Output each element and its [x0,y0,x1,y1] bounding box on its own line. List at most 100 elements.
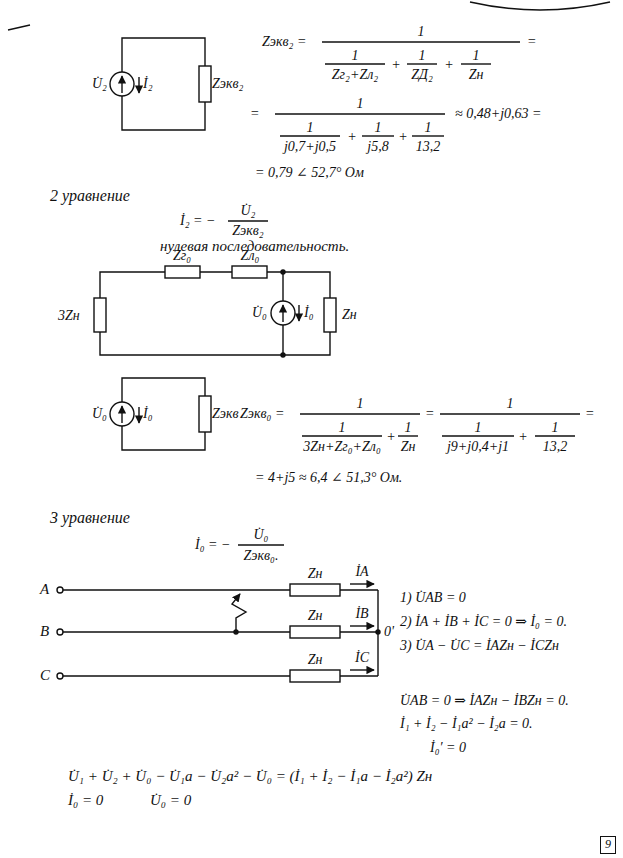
section-heading: 3 уравнение [50,510,130,526]
page-number: 9 [601,837,615,851]
formula-text: + [386,429,395,445]
impedance-label: Zэкв₂ [212,76,243,92]
resistor-symbol [324,298,336,332]
equation-text: İ₁ + İ₂ − İ₁a² − İ₂a = 0. [400,716,533,732]
terminal [57,587,63,593]
voltage-symbol: U̇₀ [92,406,107,422]
equation-text: U̇₀ = 0 [150,792,191,808]
current-symbol: İ₀ [304,305,314,321]
impedance-label: Zн [308,566,323,582]
terminal [57,629,63,635]
circuit-negative [110,38,211,130]
formula-text: U̇₂ [241,203,256,219]
resistor-symbol [165,266,200,278]
current-symbol: İB [355,606,368,622]
equation-text: İ₀′ = 0 [430,740,466,756]
source-arrow [121,76,122,93]
formula-text: İ₂ = − [180,213,215,229]
pen-stroke [8,25,30,30]
three-phase-load [57,584,380,682]
voltage-symbol: U̇₀ [252,305,267,321]
formula-text: 1 [357,96,364,112]
terminal [57,673,63,679]
circuit-zero-equivalent [110,378,211,450]
wire [100,272,330,355]
formula-text: 1 [418,24,425,40]
page-edge-arc [470,2,610,10]
formula-text: + [518,429,527,445]
phase-label: C [40,667,50,683]
formula-text: 1 [307,120,314,136]
current-arrow [350,583,374,584]
junction-dot [281,270,285,274]
formula-text: 1 [339,420,346,436]
equation-text: 3) U̇A − U̇C = İAZн − İCZн [400,638,559,654]
formula-text: 1 [425,120,432,136]
formula-text: + [444,57,453,73]
current-symbol: İC [355,650,369,666]
fault-symbol [232,594,246,632]
node-label: 0' [384,624,394,640]
circuit-zero [94,266,336,357]
formula-text: İ₀ = − [195,537,230,553]
junction-dot [281,353,285,357]
resistor-symbol [290,670,340,682]
formula-text: j5,8 [367,139,388,155]
source-arrow [121,406,122,423]
current-arrow [138,407,139,423]
formula-text: 3Zн+Zг₀+Zл₀ [303,439,381,455]
formula-text: j0,7+j0,5 [284,139,336,155]
impedance-label: Zл₀ [241,248,260,264]
equation-text: U̇AB = 0 ⇒ İAZн − İBZн = 0. [400,693,569,709]
formula-text: = [250,106,259,122]
formula-text: 13,2 [543,439,568,455]
current-arrow [350,625,374,626]
source-symbol [271,301,295,325]
formula-text: = [527,34,536,50]
formula-text: 13,2 [416,139,441,155]
formula-text: + [391,57,400,73]
equation-text: İ₀ = 0 [68,792,103,808]
resistor-symbol [290,626,340,638]
formula-text: = [425,406,434,422]
formula-text: = 4+j5 ≈ 6,4 ∠ 51,3° Ом. [255,470,402,486]
junction-dot [234,630,238,634]
formula-text: = 0,79 ∠ 52,7° Ом [255,165,364,181]
formula-text: 1 [473,48,480,64]
current-symbol: İA [355,564,368,580]
formula-text: 1 [475,420,482,436]
current-arrow [138,77,139,93]
formula-text: Zэкв₀ = [240,406,284,422]
formula-text: Zн [401,439,416,455]
impedance-label: Zн [308,608,323,624]
resistor-symbol [199,66,211,102]
formula-text: Zэкв₀. [244,548,279,564]
resistor-symbol [94,298,106,332]
formula-text: 1 [352,48,359,64]
current-symbol: İ₂ [143,76,153,92]
formula-text: Zг₂+Zл₂ [332,67,378,83]
phase-label: A [40,581,49,597]
section-heading: 2 уравнение [50,188,130,204]
formula-text: 1 [419,48,426,64]
formula-text: 1 [375,120,382,136]
formula-text: j9+j0,4+j1 [447,439,509,455]
formula-text: 1 [507,396,514,412]
current-symbol: İ₀ [143,406,153,422]
page-number-box: 9 [600,836,616,854]
formula-text: 1 [357,396,364,412]
source-symbol [110,402,134,426]
junction-dot [376,630,380,634]
fraction-bars [228,42,580,545]
impedance-label: 3Zн [58,308,80,324]
source-arrow [282,305,283,322]
impedance-label: Zг₀ [173,248,191,264]
resistor-symbol [199,396,211,432]
impedance-label: Zн [308,652,323,668]
equation-text: 1) U̇AB = 0 [400,590,466,606]
formula-text: U̇₀ [254,527,269,543]
wire [282,272,283,355]
formula-text: Zэкв₂ [232,223,263,239]
equation-text: U̇₁ + U̇₂ + U̇₀ − U̇₁a − U̇₂a² − U̇₀ = (… [68,768,432,784]
